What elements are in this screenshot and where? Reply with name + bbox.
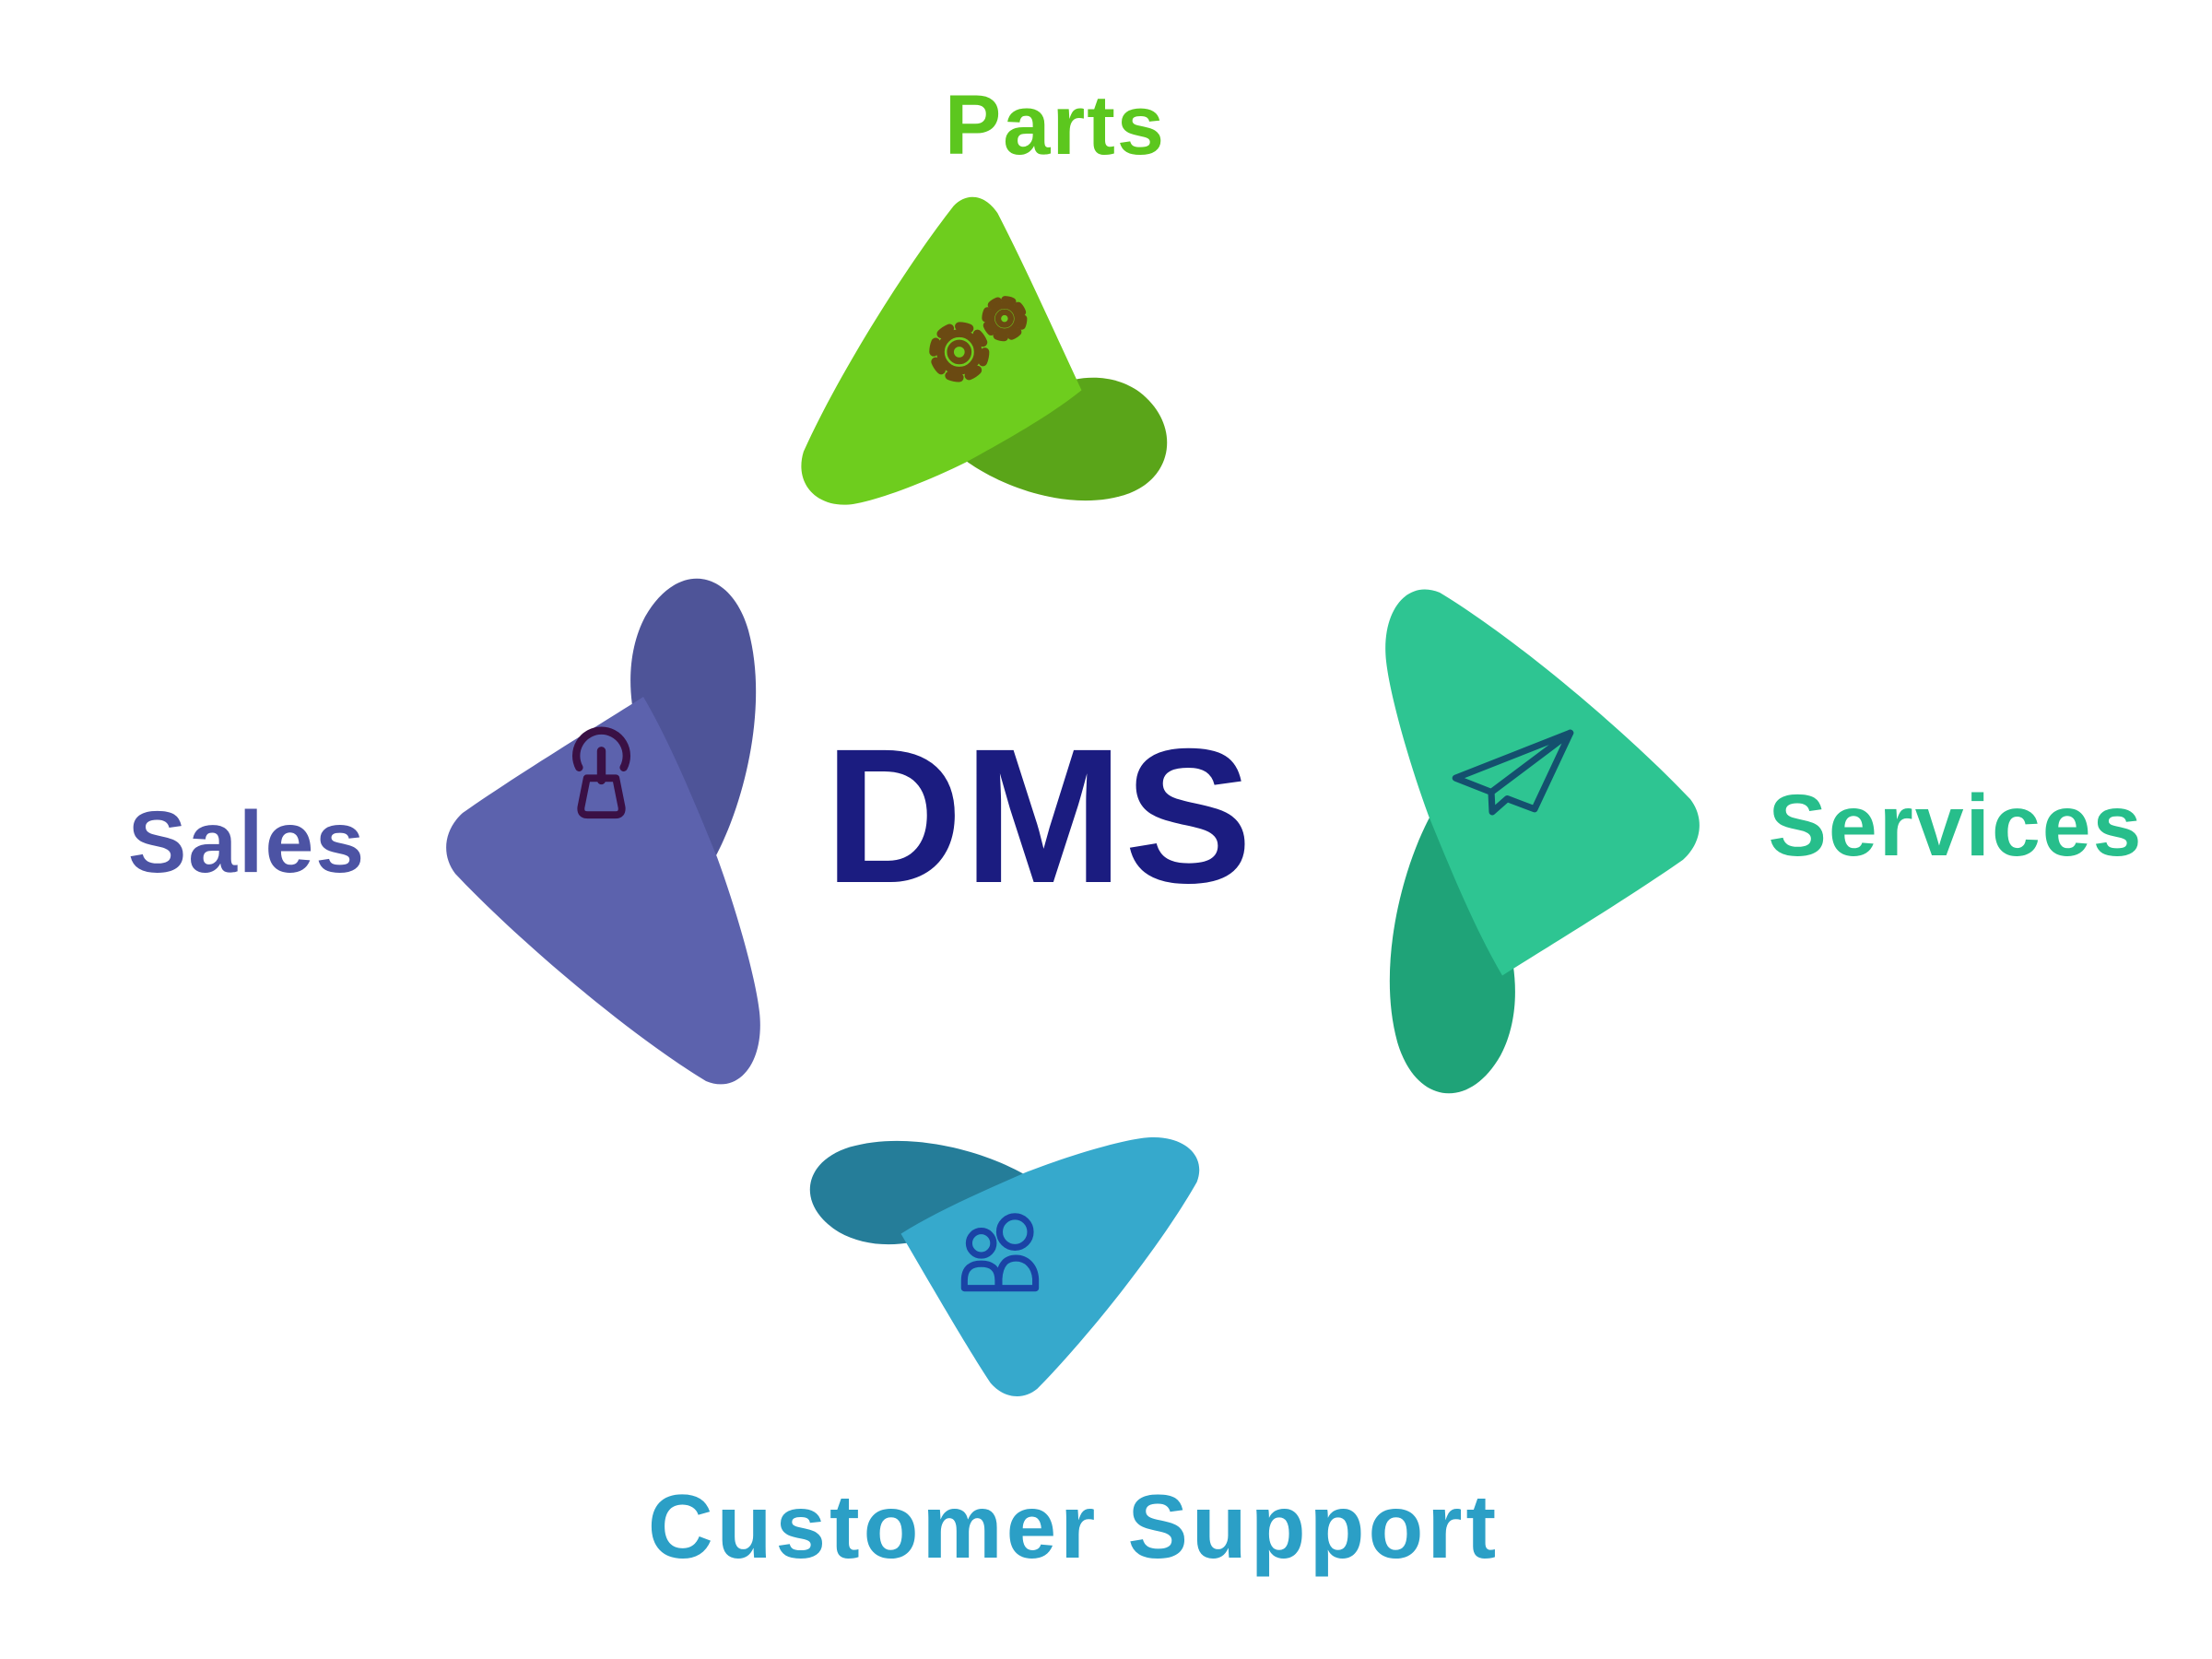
sales-arrow [446,578,760,1085]
paper-plane-icon [1452,729,1574,816]
person-front-body [960,1260,1002,1292]
people-icon [960,1213,1040,1292]
tap-icon-arc [572,726,630,771]
person-front-head [965,1228,997,1259]
customer-support-label: Customer Support [647,1476,1500,1577]
sales-label: Sales [127,794,367,891]
tap-icon-hand [577,774,626,819]
paper-plane-crease [1488,729,1574,796]
gear-large-hole [947,339,972,365]
gear-large-teeth [929,322,990,382]
services-arrow-body [1385,589,1700,976]
customer-support-arrow [809,1136,1200,1397]
gear-small-hole [994,309,1014,328]
dms-center-label: DMS [824,710,1253,924]
gear-large-ring [936,329,982,375]
services-label: Services [1768,777,2144,875]
services-arrow [1385,589,1700,1094]
paper-plane-outline [1452,729,1574,816]
sales-arrow-body [446,697,760,1085]
tap-icon [572,726,630,819]
gears-icon [929,296,1028,382]
parts-label: Parts [944,78,1167,172]
person-back-body [995,1254,1040,1292]
customer-support-arrow-body [900,1136,1200,1397]
gear-small-ring [987,301,1021,335]
gear-small-teeth [982,296,1028,342]
person-back-head [995,1213,1034,1251]
